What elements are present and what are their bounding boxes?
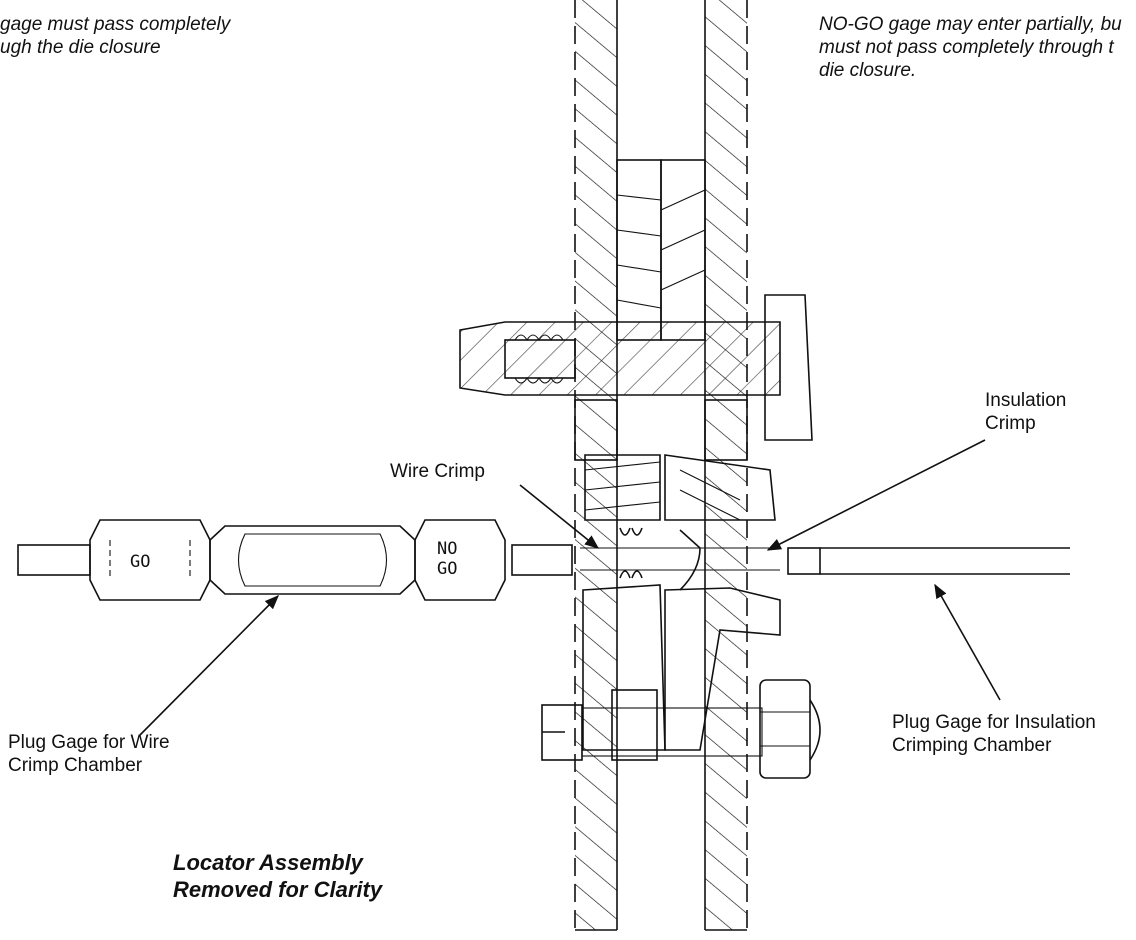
right-die-plate	[704, 0, 748, 931]
wire-crimp-leader	[519, 484, 600, 549]
wire-crimp-label: Wire Crimp	[390, 461, 485, 482]
left-die-plate	[574, 0, 618, 931]
insulation-crimp-label-line2: Crimp	[985, 413, 1036, 434]
locator-removed-note-line2: Removed for Clarity	[173, 877, 383, 902]
go-note-line2: ugh the die closure	[0, 37, 161, 58]
go-gage-mark-2: GO	[437, 559, 457, 579]
insulation-crimp-leader	[766, 439, 986, 551]
plug-gage-insulation-label-line1: Plug Gage for Insulation	[892, 712, 1096, 733]
no-gage-mark: NO	[437, 539, 457, 559]
insulation-plug-gage	[787, 547, 1070, 575]
go-gage-mark: GO	[130, 552, 150, 572]
plug-gage-wire-label-line2: Crimp Chamber	[8, 755, 143, 776]
lower-jaw	[582, 584, 781, 761]
nogo-note-line1: NO-GO gage may enter partially, bu	[819, 14, 1122, 35]
nogo-note-line2: must not pass completely through t	[819, 37, 1114, 58]
upper-jaw	[616, 159, 706, 341]
pivot-bolt	[459, 294, 813, 441]
wire-crimp-plug-gage: GO NO GO	[17, 519, 573, 601]
lower-bolt-and-nut	[541, 679, 821, 779]
insulation-gage-leader	[934, 583, 1001, 701]
nogo-note-line3: die closure.	[819, 60, 917, 81]
plug-gage-wire-label-line1: Plug Gage for Wire	[8, 732, 170, 753]
locator-removed-note-line1: Locator Assembly	[173, 850, 363, 875]
wire-gage-leader	[139, 594, 280, 736]
plug-gage-insulation-label-line2: Crimping Chamber	[892, 735, 1052, 756]
go-note-line1: gage must pass completely	[0, 14, 231, 35]
insulation-crimp-label-line1: Insulation	[985, 390, 1067, 411]
crimp-chamber-region	[574, 399, 780, 591]
